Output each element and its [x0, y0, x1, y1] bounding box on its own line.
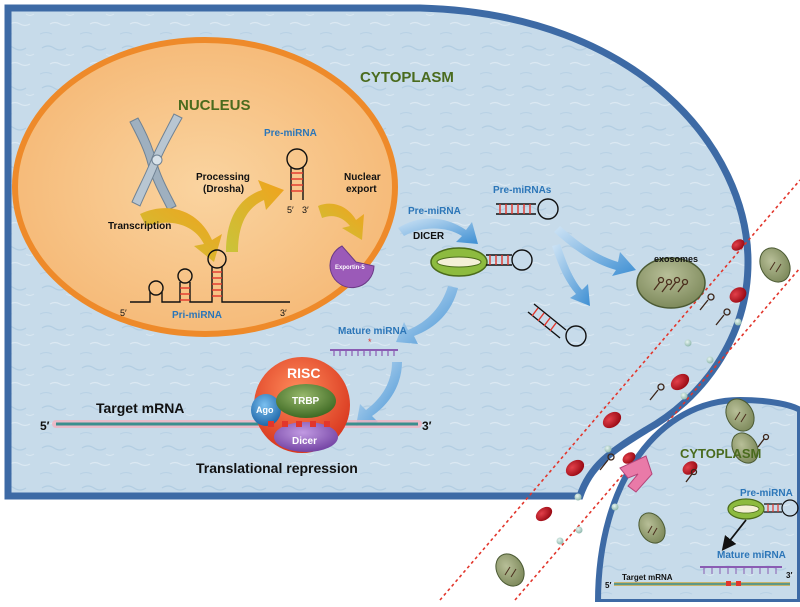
dicer-upper-label: DICER — [413, 231, 445, 242]
membrane-receptor — [619, 455, 653, 493]
red-blood-cells — [535, 239, 747, 522]
exportin-5-protein — [329, 245, 375, 289]
pre-mirna-recipient-label: Pre-miRNA — [740, 488, 793, 499]
target-mrna-main-label: Target mRNA — [96, 400, 184, 416]
pre-mirna-nucleus-label: Pre-miRNA — [264, 128, 317, 139]
translational-repression-label: Translational repression — [196, 460, 358, 476]
target-three-prime: 3′ — [422, 419, 432, 433]
target-mrna-recipient-label: Target mRNA — [622, 573, 673, 582]
dicer-protein-label: Dicer — [292, 436, 317, 447]
pri-mirna-strand — [130, 249, 290, 303]
pre-mirnas-cytoplasm-hairpin-top — [496, 198, 559, 220]
risc-complex — [251, 357, 350, 453]
recipient-exosome-2 — [731, 432, 759, 464]
vessel-mirnas — [599, 293, 731, 471]
mature-mirna-recipient-label: Mature miRNA — [717, 550, 786, 561]
mature-mirna-main-label: Mature miRNA — [338, 326, 407, 337]
pre-mirna-to-dicer-arrow — [398, 218, 478, 244]
pre-mirnas-cytoplasm-hairpin-bottom — [527, 303, 587, 347]
vessel-exosome-2 — [725, 398, 755, 432]
recipient-mature-mirna — [700, 566, 782, 574]
processing-arrow — [226, 180, 284, 252]
svg-text:*: * — [368, 337, 372, 347]
stem-five-prime: 5′ — [287, 205, 294, 215]
pre-mirnas-down-arrow-1 — [552, 244, 590, 306]
recipient-five-prime: 5′ — [605, 581, 611, 590]
pri-mirna-label: Pri-miRNA — [172, 310, 222, 321]
nuclear-export-label-2: export — [346, 184, 377, 195]
pri-mirna-three-prime: 3′ — [280, 308, 287, 318]
mature-mirna-main: * — [330, 337, 398, 356]
recipient-three-prime: 3′ — [786, 571, 792, 580]
mature-to-risc-arrow — [356, 362, 402, 426]
transcription-arrow — [140, 208, 222, 262]
trbp-label: TRBP — [292, 396, 320, 407]
nucleus — [12, 37, 398, 337]
pri-mirna-five-prime: 5′ — [120, 308, 127, 318]
pre-mirna-hairpin-nucleus — [286, 148, 308, 200]
pre-mirnas-label: Pre-miRNAs — [493, 185, 552, 196]
dicer-to-mature-arrow — [396, 286, 458, 344]
pre-mirnas-to-exosome-arrow — [554, 226, 636, 276]
cytoplasm-main-label: CYTOPLASM — [360, 69, 454, 86]
recipient-dicer — [721, 498, 799, 551]
nuclear-export-arrow — [318, 203, 364, 240]
exportin-label: Exportin-5 — [335, 265, 365, 271]
transcription-label: Transcription — [108, 221, 171, 232]
nucleus-label: NUCLEUS — [178, 97, 251, 114]
target-five-prime: 5′ — [40, 419, 50, 433]
vessel-exosome-1 — [759, 247, 791, 283]
exosome — [636, 257, 706, 309]
pre-mirna-cyto-label: Pre-miRNA — [408, 206, 461, 217]
recipient-exosome-1 — [638, 512, 666, 544]
recipient-target-mrna — [614, 581, 790, 586]
vessel-exosome-3 — [495, 553, 525, 587]
stem-three-prime: 3′ — [302, 205, 309, 215]
processing-label: Processing — [196, 172, 250, 183]
exosomes-label: exosomes — [654, 254, 698, 264]
dicer-complex — [430, 247, 533, 277]
risc-label: RISC — [287, 365, 320, 381]
cytoplasm-recipient-label: CYTOPLASM — [680, 446, 761, 461]
nuclear-export-label-1: Nuclear — [344, 172, 381, 183]
recipient-mirnas — [685, 433, 770, 483]
ago-label: Ago — [256, 405, 274, 415]
drosha-label: (Drosha) — [203, 184, 244, 195]
vessel-particles — [556, 318, 742, 545]
